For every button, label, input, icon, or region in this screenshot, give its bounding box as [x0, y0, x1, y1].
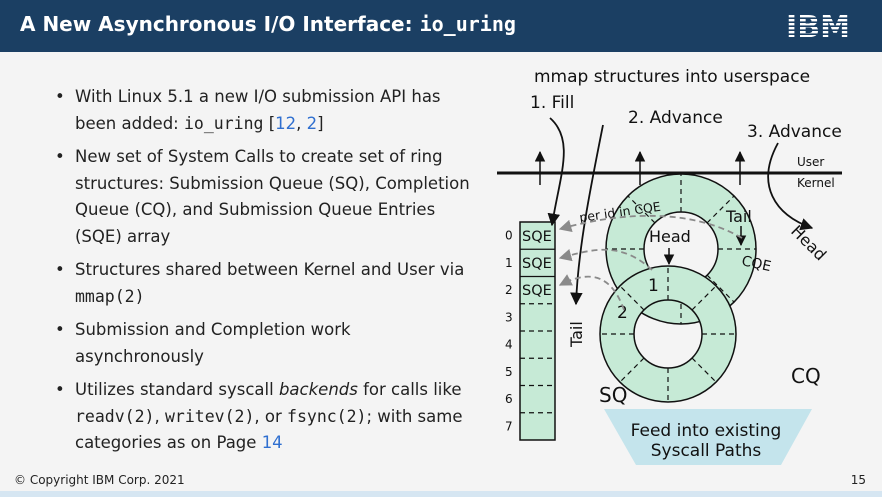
fill-label: 1. Fill	[530, 93, 574, 113]
sqe-entry: SQE	[522, 283, 552, 299]
sq-slot-1-to-sqe-arrow	[558, 248, 653, 271]
sq-slot-dividers	[600, 266, 736, 402]
bullet-item: New set of System Calls to create set of…	[55, 144, 475, 250]
reference-link[interactable]: 12	[275, 113, 297, 133]
slide-title: A New Asynchronous I/O Interface: io_uri…	[20, 12, 516, 36]
sqe-entry: SQE	[522, 256, 552, 272]
cq-label: CQ	[791, 364, 821, 388]
bullet-item: Utilizes standard syscall backends for c…	[55, 377, 475, 457]
cqe-label: CQE	[740, 253, 772, 275]
copyright: © Copyright IBM Corp. 2021	[14, 473, 185, 487]
sqe-array-dividers	[520, 248, 555, 414]
sqe-index: 1	[505, 256, 513, 270]
advance-3-arrow	[767, 142, 814, 231]
bullet-list: With Linux 5.1 a new I/O submission API …	[55, 84, 475, 464]
title-code: io_uring	[419, 12, 516, 36]
bullet-item: With Linux 5.1 a new I/O submission API …	[55, 84, 475, 137]
title-bar: A New Asynchronous I/O Interface: io_uri…	[0, 0, 882, 52]
sqe-index: 2	[505, 283, 513, 297]
sqe-index: 5	[505, 365, 513, 379]
kernel-label: Kernel	[797, 176, 835, 190]
bullet-item: Submission and Completion work asynchron…	[55, 317, 475, 370]
advance-2-label: 2. Advance	[628, 108, 723, 128]
sqe-index: 3	[505, 310, 513, 324]
sq-head-label: Head	[649, 227, 691, 246]
sq-slot-1-label: 1	[648, 276, 659, 296]
advance-2-arrow	[570, 124, 604, 306]
sqe-index: 0	[505, 229, 513, 243]
bullet-item: Structures shared between Kernel and Use…	[55, 257, 475, 310]
cq-tail-label: Tail	[725, 207, 752, 226]
sq-label: SQ	[599, 383, 627, 407]
sq-slot-2-label: 2	[617, 303, 628, 323]
sq-tail-label: Tail	[567, 321, 586, 348]
page-number: 15	[850, 473, 866, 487]
ibm-logo: IBM	[786, 11, 850, 41]
ibm-logo-text: IBM	[786, 11, 850, 41]
feed-box	[604, 409, 812, 465]
page-link[interactable]: 14	[261, 433, 283, 452]
title-text: A New Asynchronous I/O Interface:	[20, 12, 420, 36]
advance-3-label: 3. Advance	[747, 122, 842, 142]
user-label: User	[797, 155, 824, 169]
sqe-array-indices: 0 1 2 3 4 5 6 7	[505, 229, 513, 434]
cq-head-label: Head	[787, 221, 830, 264]
mmap-label: mmap structures into userspace	[534, 67, 810, 87]
sqe-index: 6	[505, 392, 513, 406]
sq-slot-2-to-sqe-arrow	[558, 274, 625, 311]
cqe-to-sqe-arrow	[558, 214, 743, 239]
sqe-index: 4	[505, 338, 513, 352]
sqe-index: 7	[505, 419, 513, 433]
feed-line-1: Feed into existing	[631, 421, 782, 441]
bottom-bar	[0, 491, 882, 497]
fill-arrow	[547, 117, 565, 227]
reference-link[interactable]: 2	[306, 113, 318, 133]
feed-line-2: Syscall Paths	[651, 441, 762, 461]
sqe-entry: SQE	[522, 229, 552, 245]
